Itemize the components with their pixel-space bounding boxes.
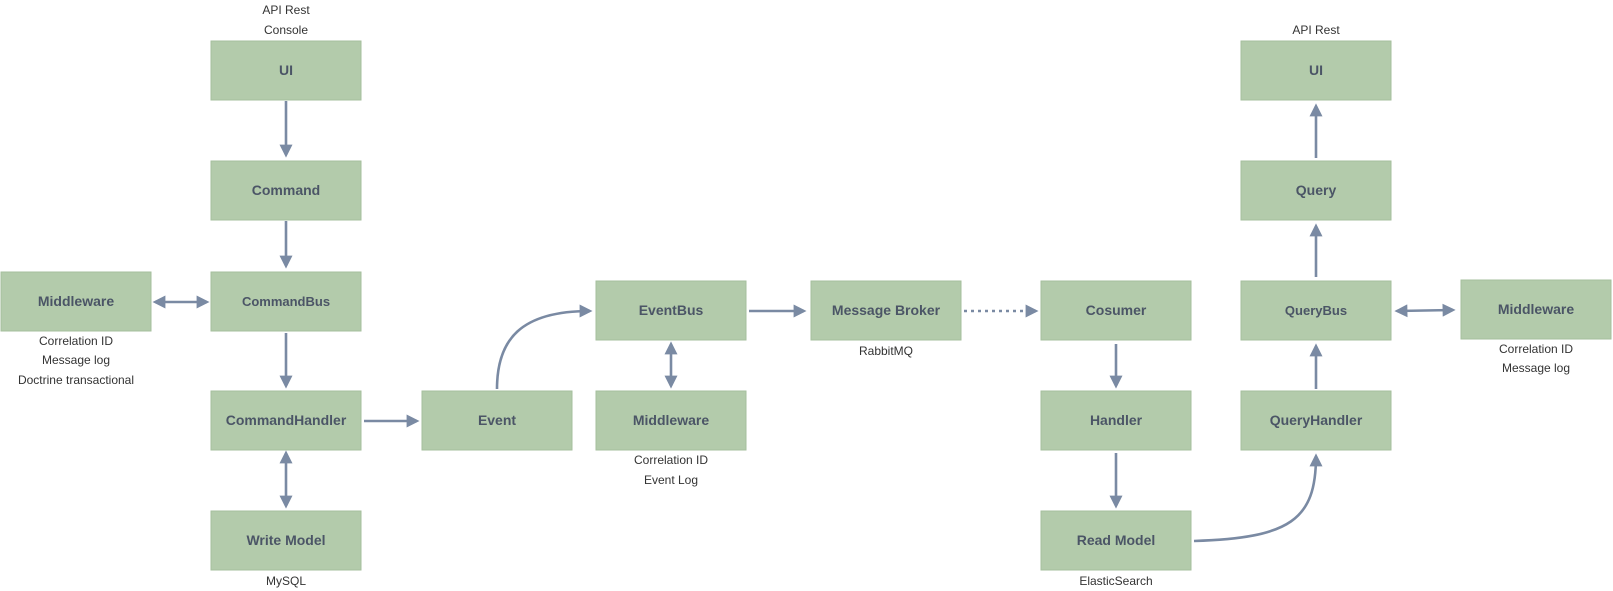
node-label: CommandBus: [242, 294, 330, 309]
note-ui-right: API Rest: [1292, 23, 1340, 37]
note-middleware-cmd-line-1: Correlation ID: [39, 334, 113, 348]
node-message-broker: Message Broker: [810, 280, 962, 341]
node-middleware-command: Middleware: [0, 271, 152, 332]
node-event: Event: [421, 390, 573, 451]
node-label: CommandHandler: [226, 412, 347, 428]
edge-readmodel-to-queryhandler: [1193, 453, 1323, 543]
note-middleware-query-line-1: Correlation ID: [1499, 342, 1573, 356]
node-eventbus: EventBus: [595, 280, 747, 341]
note-middleware-cmd-line-2: Message log: [42, 353, 110, 367]
note-ui-left-line-1: API Rest: [262, 3, 310, 17]
note-ui-left-line-2: Console: [264, 23, 308, 37]
node-ui-left: UI: [210, 40, 362, 101]
note-middleware-cmd-line-3: Doctrine transactional: [18, 373, 134, 387]
note-middleware-query-line-2: Message log: [1502, 361, 1570, 375]
node-query: Query: [1240, 160, 1392, 221]
notes: API Rest Console Correlation ID Message …: [18, 3, 1573, 588]
note-middleware-event-line-2: Event Log: [644, 473, 698, 487]
node-command: Command: [210, 160, 362, 221]
nodes: UI Command CommandBus Middleware Command…: [0, 40, 1612, 571]
edge-querybus-middleware: [1394, 303, 1456, 318]
node-label: EventBus: [639, 302, 704, 318]
node-label: QueryHandler: [1270, 412, 1363, 428]
node-handler: Handler: [1040, 390, 1192, 451]
note-message-broker: RabbitMQ: [859, 344, 913, 358]
edge-event-to-eventbus: [495, 304, 593, 390]
edges: [152, 101, 1456, 543]
node-label: Query: [1296, 182, 1337, 198]
node-ui-right: UI: [1240, 40, 1392, 101]
node-middleware-query: Middleware: [1460, 279, 1612, 340]
node-label: Event: [478, 412, 516, 428]
node-label: Write Model: [246, 532, 325, 548]
node-label: Command: [252, 182, 320, 198]
node-label: Cosumer: [1086, 302, 1147, 318]
node-label: Middleware: [38, 293, 114, 309]
node-queryhandler: QueryHandler: [1240, 390, 1392, 451]
node-middleware-event: Middleware: [595, 390, 747, 451]
note-write-model: MySQL: [266, 574, 306, 588]
node-commandhandler: CommandHandler: [210, 390, 362, 451]
node-label: UI: [279, 62, 293, 78]
node-commandbus: CommandBus: [210, 271, 362, 332]
node-label: Middleware: [633, 412, 709, 428]
node-write-model: Write Model: [210, 510, 362, 571]
node-read-model: Read Model: [1040, 510, 1192, 571]
node-consumer: Cosumer: [1040, 280, 1192, 341]
node-querybus: QueryBus: [1240, 280, 1392, 341]
node-label: Handler: [1090, 412, 1143, 428]
note-middleware-event-line-1: Correlation ID: [634, 453, 708, 467]
node-label: Read Model: [1077, 532, 1156, 548]
node-label: UI: [1309, 62, 1323, 78]
node-label: Middleware: [1498, 301, 1574, 317]
node-label: QueryBus: [1285, 303, 1347, 318]
note-read-model: ElasticSearch: [1079, 574, 1152, 588]
node-label: Message Broker: [832, 302, 941, 318]
